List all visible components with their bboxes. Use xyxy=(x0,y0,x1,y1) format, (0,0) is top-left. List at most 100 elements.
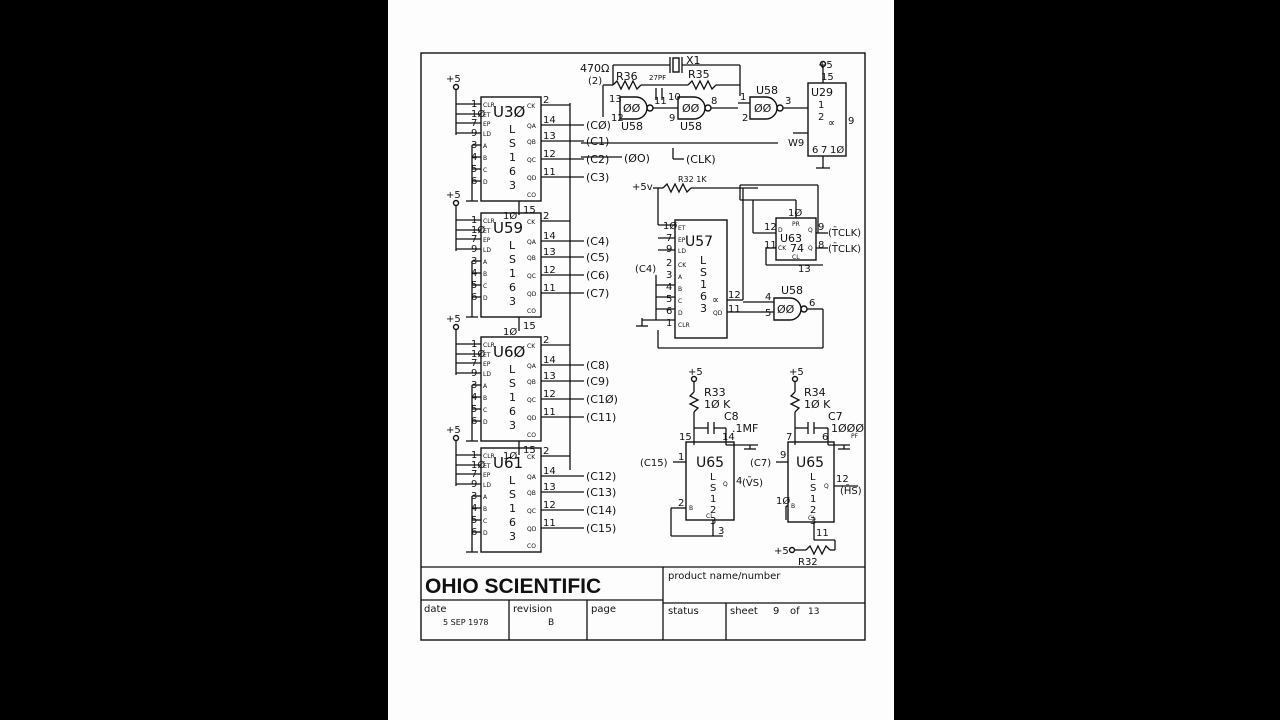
svg-text:14: 14 xyxy=(543,231,556,242)
svg-text:B: B xyxy=(483,395,487,402)
svg-text:CLR: CLR xyxy=(483,453,495,460)
svg-text:B: B xyxy=(689,505,693,512)
svg-text:13: 13 xyxy=(543,131,556,142)
svg-text:QC: QC xyxy=(527,157,536,164)
svg-text:B: B xyxy=(791,503,795,510)
svg-text:D: D xyxy=(483,295,488,302)
svg-text:PF: PF xyxy=(851,433,859,440)
svg-text:QD: QD xyxy=(527,526,537,533)
svg-text:5: 5 xyxy=(666,294,672,305)
svg-text:A: A xyxy=(483,494,488,501)
u58b-label: U58 xyxy=(781,284,803,297)
svg-text:2: 2 xyxy=(810,505,816,516)
u65a-label: U65 xyxy=(696,455,724,471)
svg-text:C: C xyxy=(483,518,487,525)
u58-gate-section: ØØ U58 4 5 6 xyxy=(743,284,824,348)
svg-text:S: S xyxy=(509,488,516,501)
svg-text:ØØ: ØØ xyxy=(777,303,795,316)
svg-text:LD: LD xyxy=(483,371,491,378)
svg-text:QD: QD xyxy=(713,310,723,317)
svg-text:4: 4 xyxy=(666,282,672,293)
svg-text:Q: Q xyxy=(808,245,813,252)
svg-text:1Ø: 1Ø xyxy=(503,450,517,462)
svg-text:14: 14 xyxy=(543,355,556,366)
svg-text:L: L xyxy=(509,363,516,376)
counter-3-vcc: +5 xyxy=(446,314,461,325)
u57-section: +5v R32 1K U57 L S 1 6 3 (C4) 1Ø 7 9 2 3… xyxy=(632,175,823,349)
svg-text:ET: ET xyxy=(483,352,491,359)
svg-text:A: A xyxy=(483,383,488,390)
counter-4-output-3: (C14) xyxy=(586,504,616,517)
svg-text:1Ø: 1Ø xyxy=(503,326,517,338)
svg-text:L: L xyxy=(710,472,716,483)
svg-text:13: 13 xyxy=(609,94,622,105)
svg-text:14: 14 xyxy=(543,115,556,126)
svg-text:EP: EP xyxy=(678,237,686,244)
svg-text:Q: Q xyxy=(808,227,813,234)
svg-text:11: 11 xyxy=(543,283,556,294)
svg-text:C: C xyxy=(483,283,487,290)
clk-label: (CLK) xyxy=(686,153,716,166)
svg-text:8: 8 xyxy=(818,240,824,251)
counter-chip-1 xyxy=(480,96,542,202)
svg-text:2: 2 xyxy=(543,211,549,222)
svg-text:S: S xyxy=(509,253,516,266)
svg-text:11: 11 xyxy=(543,167,556,178)
svg-text:74: 74 xyxy=(790,242,804,255)
svg-text:3: 3 xyxy=(718,526,724,537)
svg-text:L: L xyxy=(509,474,516,487)
svg-text:QB: QB xyxy=(527,255,536,262)
svg-text:+5: +5 xyxy=(774,546,789,557)
tclk-output-1: (T̄CLK) xyxy=(828,226,861,239)
svg-text:1: 1 xyxy=(810,494,816,505)
u63-label: U63 xyxy=(780,232,802,245)
svg-text:QA: QA xyxy=(527,363,537,370)
svg-text:+5: +5 xyxy=(789,367,804,378)
svg-text:D: D xyxy=(483,530,488,537)
svg-text:CK: CK xyxy=(527,454,536,461)
svg-text:ØØ: ØØ xyxy=(682,102,700,115)
svg-text:2: 2 xyxy=(818,112,824,123)
sheet-total: 13 xyxy=(808,607,819,617)
u65a-chip xyxy=(685,441,735,521)
svg-text:6: 6 xyxy=(809,298,815,309)
svg-text:1: 1 xyxy=(740,92,746,103)
svg-text:1: 1 xyxy=(678,452,684,463)
svg-text:3: 3 xyxy=(700,302,707,315)
svg-text:12: 12 xyxy=(543,265,556,276)
svg-text:12: 12 xyxy=(543,500,556,511)
sheet-of-label: of xyxy=(790,606,800,617)
svg-text:4: 4 xyxy=(736,476,742,487)
svg-text:11: 11 xyxy=(728,304,741,315)
gate2-label: U58 xyxy=(680,120,702,133)
svg-text:QD: QD xyxy=(527,175,537,182)
svg-text:B: B xyxy=(483,506,487,513)
svg-text:6: 6 xyxy=(509,405,516,418)
svg-text:3: 3 xyxy=(509,295,516,308)
svg-text:14: 14 xyxy=(543,466,556,477)
company-name: OHIO SCIENTIFIC xyxy=(425,575,601,598)
counter-2-output-1: (C4) xyxy=(586,235,609,248)
svg-text:CK: CK xyxy=(527,219,536,226)
counter-4-output-1: (C12) xyxy=(586,470,616,483)
svg-text:CK: CK xyxy=(527,343,536,350)
counter-3-label: U6Ø xyxy=(493,343,526,361)
svg-text:12: 12 xyxy=(611,113,624,124)
svg-text:9: 9 xyxy=(669,113,675,124)
counter-4-label: U61 xyxy=(493,454,523,472)
svg-text:ET: ET xyxy=(483,463,491,470)
svg-text:2: 2 xyxy=(543,335,549,346)
u57-chip xyxy=(674,219,728,339)
vs-output: (V̄S) xyxy=(742,476,763,489)
date-value: 5 SEP 1978 xyxy=(443,618,489,627)
svg-text:15: 15 xyxy=(821,72,834,83)
svg-text:EP: EP xyxy=(483,361,491,368)
gate1-label: U58 xyxy=(621,120,643,133)
svg-text:B: B xyxy=(483,271,487,278)
svg-text:ØØ: ØØ xyxy=(754,102,772,115)
svg-text:1Ø: 1Ø xyxy=(830,144,844,156)
svg-text:CO: CO xyxy=(527,308,536,315)
svg-text:1ØØØ: 1ØØØ xyxy=(831,422,864,435)
svg-text:6: 6 xyxy=(700,290,707,303)
